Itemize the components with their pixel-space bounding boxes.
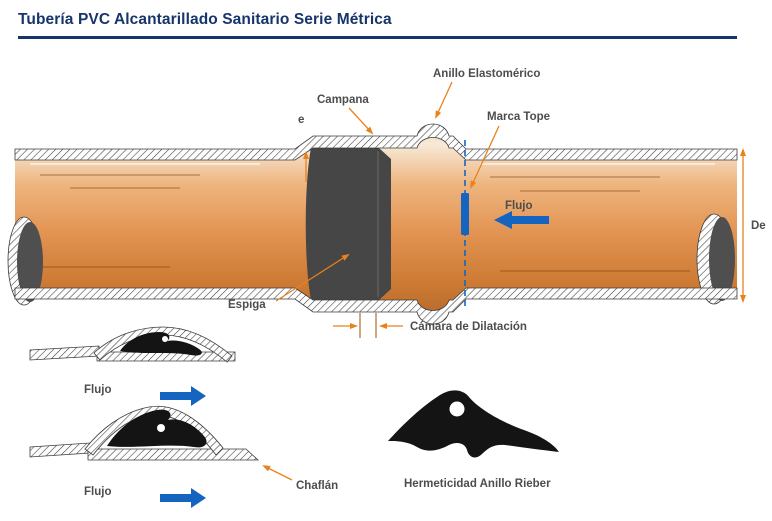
flow-arrow-right-1 (160, 386, 206, 406)
page-title: Tubería PVC Alcantarillado Sanitario Ser… (18, 11, 392, 28)
leader-chaflan (262, 465, 293, 481)
label-anillo-elastomerico: Anillo Elastomérico (433, 68, 540, 80)
leader-marca-tope (470, 125, 500, 189)
detail1-gasket-hole (162, 336, 168, 342)
detail2-gasket (107, 409, 207, 448)
spigot-interior-section (305, 148, 391, 300)
label-chaflan: Chaflán (296, 480, 338, 492)
flow-arrow-right-2 (160, 488, 206, 508)
rieber-gasket-hole (449, 401, 465, 417)
flow-arrow-left (494, 211, 549, 229)
leader-anillo (435, 81, 453, 119)
title-divider (18, 36, 737, 39)
header: Tubería PVC Alcantarillado Sanitario Ser… (0, 0, 772, 39)
detail1-spigot-wall (96, 351, 236, 362)
left-end-bore (17, 222, 43, 302)
label-marca-tope: Marca Tope (487, 111, 550, 123)
label-flujo-2: Flujo (84, 486, 111, 498)
detail1-left-wall (29, 345, 100, 361)
detail2-gasket-hole (157, 424, 165, 432)
rieber-ring-profile: Hermeticidad Anillo Rieber (388, 390, 559, 490)
label-camara-dilatacion: Cámara de Dilatación (410, 321, 527, 333)
label-flujo-main: Flujo (505, 200, 532, 212)
pipe-wall-top-hatch (14, 123, 738, 161)
leader-espiga (275, 253, 350, 302)
pipe-joint-diagram: Anillo Elastomérico Campana e Marca Tope… (7, 68, 766, 508)
label-outer-diameter: De (751, 220, 766, 232)
marca-tope-mark (461, 193, 469, 235)
label-campana: Campana (317, 94, 369, 106)
detail1-gasket (120, 332, 202, 356)
label-espiga: Espiga (228, 299, 266, 311)
right-end-bore (709, 217, 735, 301)
gasket-detail-1: Flujo (29, 326, 236, 406)
detail2-left-wall (29, 442, 91, 458)
gasket-detail-2: Flujo Chaflán (29, 405, 338, 508)
leader-campana (348, 107, 374, 135)
label-flujo-1: Flujo (84, 384, 111, 396)
label-wall-thickness: e (298, 114, 304, 126)
detail2-bell-hump (84, 405, 224, 456)
rieber-gasket-shape (388, 390, 559, 458)
pipe-highlight-streaks (30, 163, 715, 272)
pipe-wall-bottom-hatch (14, 287, 738, 325)
label-hermeticidad-rieber: Hermeticidad Anillo Rieber (404, 478, 551, 490)
detail2-spigot-wall-chamfered (87, 448, 260, 461)
